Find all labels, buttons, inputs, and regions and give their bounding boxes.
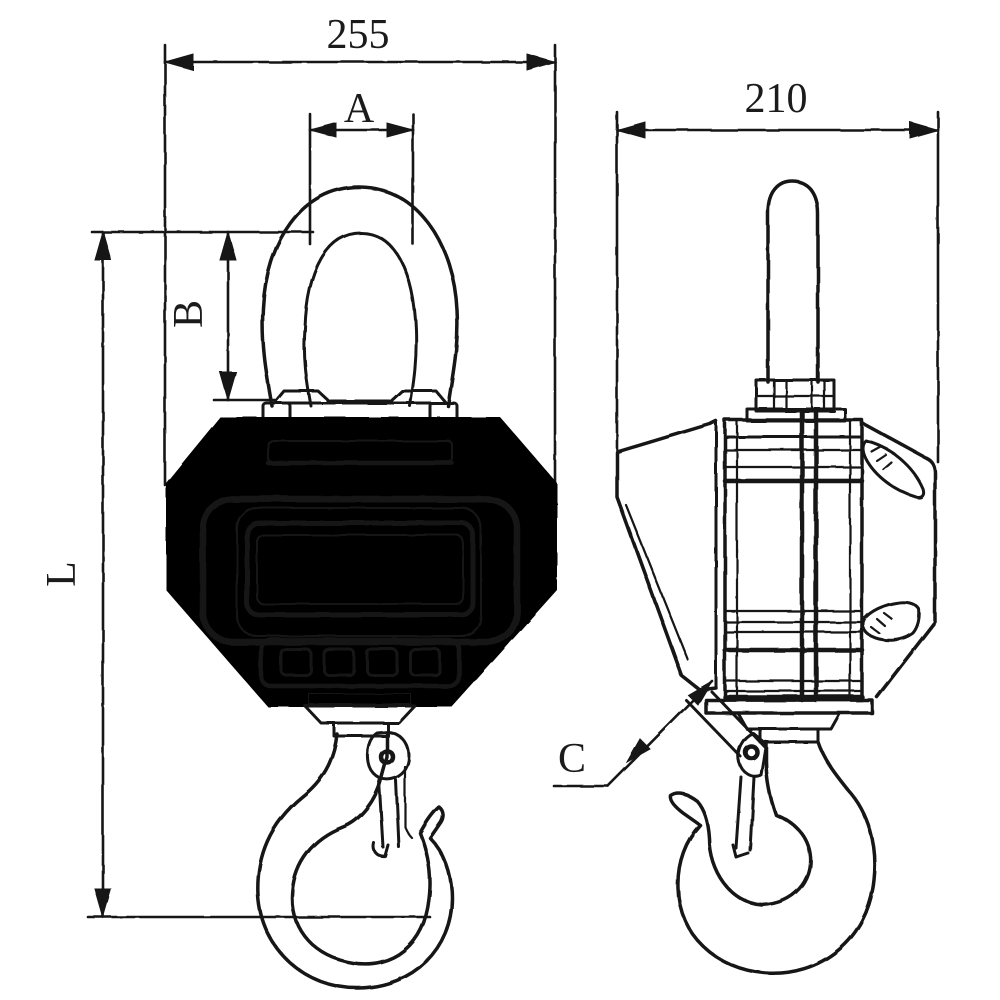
latch-pivot-hole bbox=[742, 743, 760, 761]
scale-housing bbox=[166, 417, 557, 707]
latch-foot bbox=[372, 841, 390, 858]
column-outline bbox=[723, 418, 864, 702]
horn-hatch bbox=[875, 453, 888, 463]
arrowhead bbox=[94, 230, 112, 261]
column-band-box bbox=[723, 679, 864, 693]
button-panel bbox=[258, 637, 462, 689]
button-2 bbox=[322, 647, 356, 677]
dim-overall-length bbox=[86, 230, 432, 919]
latch-pivot-hole bbox=[378, 748, 396, 766]
arrowhead bbox=[625, 738, 651, 764]
arrowhead bbox=[526, 53, 557, 71]
hook-mount-side bbox=[684, 690, 874, 758]
mount-neck bbox=[332, 721, 390, 738]
mount-bar bbox=[308, 693, 412, 705]
dim-corner-thickness bbox=[552, 679, 714, 788]
latch-bar-left bbox=[377, 778, 385, 849]
button-3 bbox=[365, 647, 399, 677]
crane-hook-side bbox=[669, 731, 877, 975]
mount-trapezoid bbox=[303, 704, 417, 725]
mount-foot-right bbox=[387, 389, 448, 405]
horn-hatch bbox=[869, 625, 881, 635]
dim-label-L: L bbox=[39, 561, 85, 587]
dim-overall-width bbox=[163, 43, 557, 487]
left-plate-inner-line bbox=[624, 503, 690, 662]
button-1 bbox=[279, 647, 313, 677]
display-window bbox=[255, 533, 465, 606]
dim-label-255: 255 bbox=[327, 12, 390, 58]
arrowhead bbox=[386, 122, 415, 138]
shackle-side bbox=[745, 179, 847, 423]
horn-hatch bbox=[870, 445, 883, 454]
load-cell-column bbox=[722, 408, 865, 703]
shackle-pin-outline bbox=[766, 179, 820, 384]
side-view bbox=[552, 110, 940, 975]
latch-foot bbox=[731, 843, 750, 859]
right-plate-outline bbox=[860, 421, 937, 699]
arrowhead bbox=[219, 230, 237, 261]
button-4 bbox=[408, 647, 442, 677]
upper-horn bbox=[861, 439, 926, 499]
horn-hatch bbox=[882, 611, 894, 621]
column-band-box bbox=[723, 609, 864, 624]
hook-outline bbox=[669, 740, 877, 975]
side-plate-left bbox=[615, 419, 718, 692]
side-plate-right bbox=[860, 421, 937, 699]
dim-label-B: B bbox=[166, 300, 212, 328]
dimension-labels: 255 A B L 210 C bbox=[39, 12, 808, 782]
left-plate-outline bbox=[615, 419, 718, 692]
latch-bar-right bbox=[748, 775, 756, 852]
column-band-box bbox=[723, 465, 864, 482]
upper-panel-band bbox=[228, 466, 492, 497]
front-view bbox=[86, 43, 557, 990]
hook-mount bbox=[303, 693, 417, 738]
dim-label-A: A bbox=[344, 86, 375, 132]
lifting-shackle bbox=[260, 185, 460, 408]
mount-trapezoid bbox=[736, 711, 842, 731]
crane-hook-front bbox=[256, 730, 454, 990]
arrowhead bbox=[94, 888, 112, 919]
arrowhead bbox=[615, 121, 646, 139]
horn-hatch bbox=[875, 617, 887, 628]
shackle-outer-outline bbox=[260, 185, 460, 408]
latch-pivot-bracket bbox=[736, 731, 768, 778]
corner-strip-edge bbox=[684, 698, 742, 758]
display-frame bbox=[244, 520, 476, 618]
hook-outline bbox=[256, 732, 454, 990]
dim-shackle-inner-height bbox=[90, 230, 315, 402]
mount-foot-left bbox=[272, 389, 333, 405]
arrowhead bbox=[909, 121, 940, 139]
arrowhead bbox=[219, 371, 237, 402]
dim-label-210: 210 bbox=[745, 76, 808, 122]
dim-shackle-inner-width bbox=[308, 112, 415, 246]
arrowhead bbox=[163, 53, 194, 71]
horn-hatch bbox=[881, 460, 893, 471]
latch-pivot-bracket bbox=[365, 730, 411, 781]
lower-horn bbox=[861, 600, 921, 642]
latch-bar-left bbox=[734, 775, 743, 850]
shank-boss-edge bbox=[403, 765, 414, 840]
dim-overall-depth bbox=[615, 110, 940, 464]
mount-neck bbox=[758, 727, 820, 744]
arrowhead bbox=[308, 122, 337, 138]
arrowhead bbox=[687, 679, 714, 706]
latch-bar-right bbox=[394, 778, 401, 849]
shackle-inner-outline bbox=[302, 231, 418, 408]
corner-strip-edge bbox=[710, 690, 768, 750]
display-bezel bbox=[235, 506, 483, 638]
dim-label-C: C bbox=[558, 736, 586, 782]
